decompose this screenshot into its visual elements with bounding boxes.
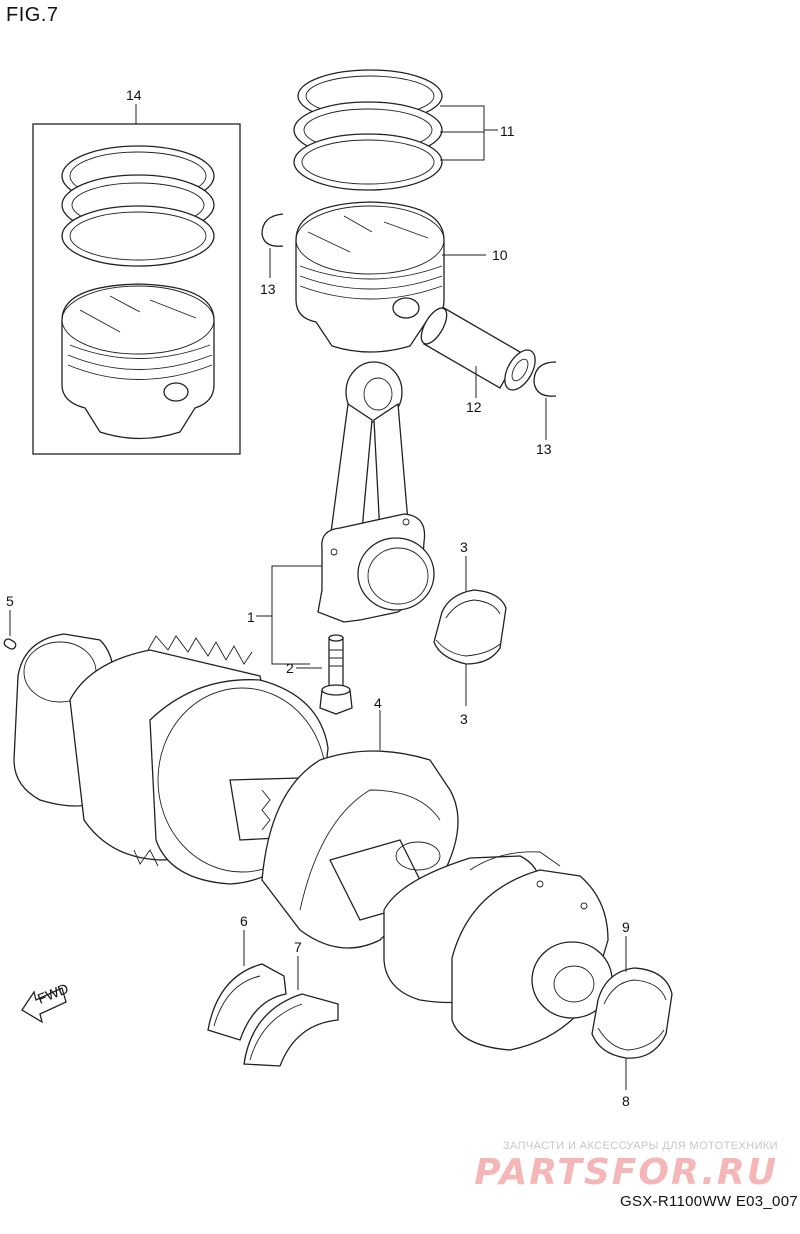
fwd-arrow-icon: FWD (21, 980, 71, 1024)
thrust-bearing[interactable] (207, 963, 287, 1041)
connecting-rod-bearing[interactable] (433, 589, 507, 665)
callout-2: 2 (286, 660, 294, 676)
piston-set-assembly[interactable] (32, 123, 241, 455)
callout-12: 12 (466, 399, 482, 415)
thrust-bearing[interactable] (243, 993, 339, 1067)
callout-labels: 1 2 3 3 4 5 6 7 8 9 10 11 12 13 13 14 (6, 87, 630, 1109)
callout-3: 3 (460, 711, 468, 727)
callout-7: 7 (294, 939, 302, 955)
watermark-tagline: ЗАПЧАСТИ И АКСЕССУАРЫ ДЛЯ МОТОТЕХНИКИ (502, 1140, 778, 1152)
callout-1: 1 (247, 609, 255, 625)
callout-11: 11 (500, 123, 515, 139)
piston-rings[interactable] (293, 69, 443, 191)
piston-pin[interactable] (416, 304, 541, 395)
watermark-logo: PARTSFOR.RU (474, 1152, 778, 1193)
connecting-rod[interactable] (317, 361, 435, 623)
piston[interactable] (295, 201, 445, 353)
callout-3: 3 (460, 539, 468, 555)
callout-10: 10 (492, 247, 508, 263)
crankshaft[interactable] (13, 633, 613, 1051)
dowel-pin[interactable] (3, 638, 17, 651)
piston-pin-circlip[interactable] (261, 213, 284, 247)
callout-4: 4 (374, 695, 382, 711)
callout-9: 9 (622, 919, 630, 935)
crankshaft-main-bearing[interactable] (591, 967, 673, 1059)
connecting-rod-bolt[interactable] (319, 634, 353, 715)
callout-5: 5 (6, 593, 14, 609)
callout-8: 8 (622, 1093, 630, 1109)
figure-title: FIG.7 (6, 4, 59, 26)
leader-lines (9, 104, 627, 1090)
callout-6: 6 (240, 913, 248, 929)
callout-13: 13 (260, 281, 276, 297)
callout-13: 13 (536, 441, 552, 457)
model-code: GSX-R1100WW E03_007 (619, 1193, 798, 1210)
piston-pin-circlip[interactable] (533, 361, 557, 397)
callout-14: 14 (126, 87, 142, 103)
